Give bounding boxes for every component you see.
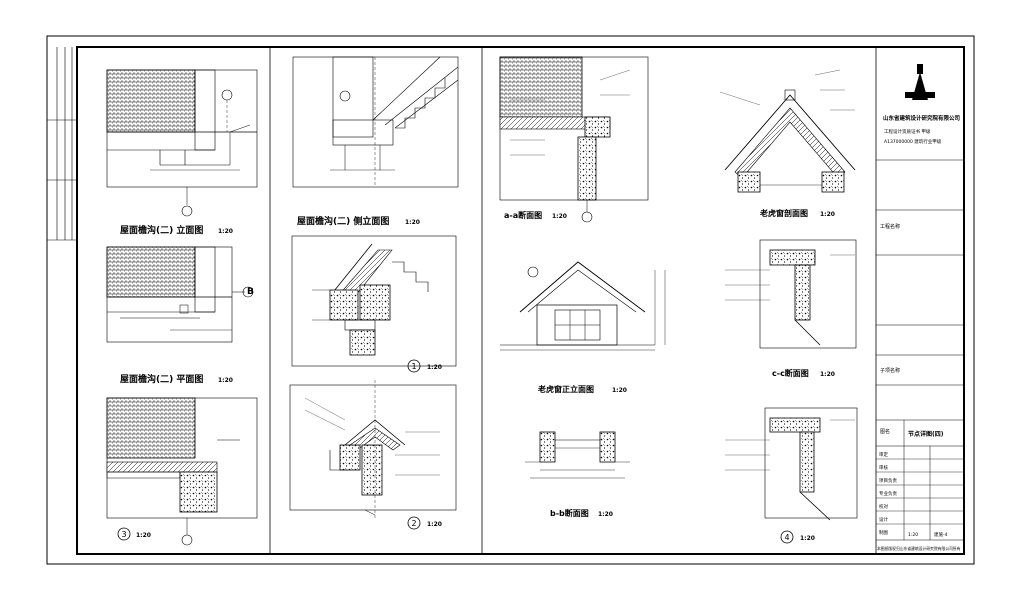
title-block-scale: 1:20 (908, 532, 918, 538)
gutter-side-elevation-drawing (292, 56, 459, 188)
dormer-section-caption: 老虎窗剖面图 (759, 208, 808, 218)
detail-1-number: 1 (411, 362, 416, 371)
gutter-side-elevation-caption: 屋面檐沟(二) 侧立面图 (297, 215, 389, 227)
gutter-elevation-scale: 1:20 (218, 228, 233, 235)
detail-3-drawing (106, 397, 258, 546)
dormer-front-caption: 老虎窗正立面图 (537, 384, 594, 394)
company-logo (905, 64, 935, 100)
signature-row-label: 审定 (879, 451, 888, 458)
subproject-label: 子项名称 (880, 367, 900, 374)
gutter-elevation-caption: 屋面檐沟(二) 立面图 (120, 224, 203, 236)
drawing-title: 节点详图(四) (908, 430, 944, 438)
company-name: 山东省建筑设计研究院有限公司 (883, 114, 960, 122)
detail-3-number: 3 (121, 530, 126, 539)
gutter-plan-caption: 屋面檐沟(二) 平面图 (120, 373, 203, 385)
section-bb-caption: b-b断面图 (550, 508, 589, 518)
detail-2-scale: 1:20 (427, 521, 442, 528)
dormer-section-drawing (719, 69, 856, 193)
drawing-name-label: 图名 (880, 428, 890, 435)
signature-row-label: 校对 (879, 503, 888, 510)
copyright-footer: 本图纸版权归山东省建筑设计研究院有限公司所有 (877, 546, 961, 551)
detail-4-number: 4 (784, 533, 789, 542)
signature-row-label: 审核 (879, 464, 888, 471)
detail-2-number: 2 (411, 519, 416, 528)
signature-row-label: 项目负责 (879, 477, 897, 484)
dormer-front-scale: 1:20 (612, 387, 627, 394)
signature-row-label: 设计 (879, 516, 888, 523)
axis-b-marker: B (247, 287, 254, 297)
detail-2-drawing (289, 380, 457, 520)
section-cc-scale: 1:20 (820, 371, 835, 378)
gutter-plan-scale: 1:20 (218, 377, 233, 384)
title-block (875, 47, 964, 554)
section-aa-scale: 1:20 (552, 213, 567, 220)
dormer-section-scale: 1:20 (820, 211, 835, 218)
gutter-elevation-drawing (106, 69, 258, 217)
gutter-side-elevation-scale: 1:20 (405, 219, 420, 226)
section-aa-caption: a-a断面图 (504, 210, 542, 220)
gutter-plan-drawing (106, 246, 254, 343)
signature-row-label: 制图 (879, 529, 888, 536)
detail-3-scale: 1:20 (136, 532, 151, 539)
sheet-number: 建施-4 (934, 531, 948, 538)
section-cc-caption: c-c断面图 (772, 368, 809, 378)
detail-4-scale: 1:20 (800, 535, 815, 542)
section-cc-drawing (725, 239, 857, 349)
dormer-front-drawing (500, 261, 666, 351)
cert-line-2: A137000000 建筑行业甲级 (884, 138, 942, 145)
detail-4-drawing (725, 407, 858, 521)
detail-1-scale: 1:20 (427, 364, 442, 371)
detail-1-drawing (291, 235, 457, 367)
project-name-label: 工程名称 (880, 223, 900, 230)
cert-line-1: 工程设计资质证书 甲级 (884, 128, 931, 135)
signature-row-label: 专业负责 (879, 490, 897, 497)
section-bb-scale: 1:20 (598, 511, 613, 518)
section-aa-drawing (499, 56, 649, 223)
section-bb-drawing (525, 431, 630, 479)
